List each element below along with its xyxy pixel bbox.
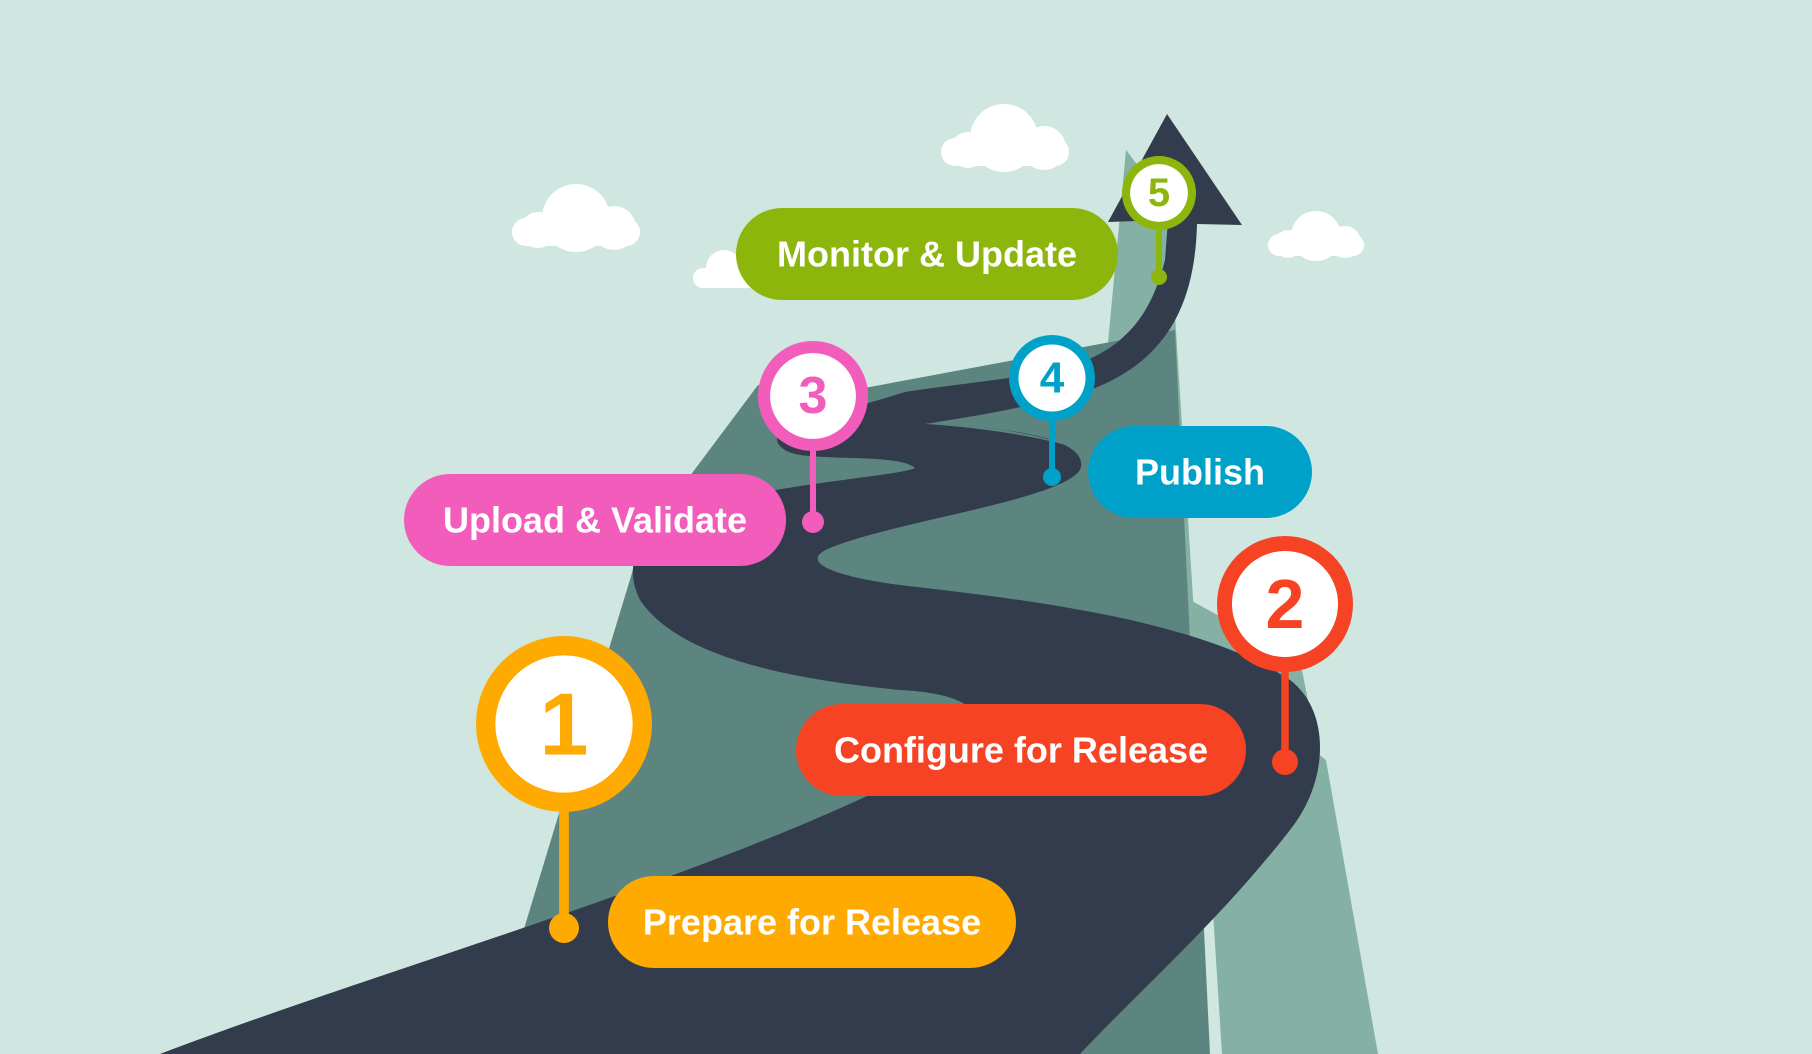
- step-3-marker: 3: [758, 341, 868, 533]
- step-number: 2: [1266, 565, 1305, 643]
- step-number: 3: [799, 367, 828, 425]
- cloud-icon: [1268, 211, 1364, 261]
- cloud-icon: [941, 104, 1069, 172]
- step-label-text: Prepare for Release: [643, 902, 981, 943]
- step-label-text: Monitor & Update: [777, 234, 1077, 275]
- marker-center: [495, 655, 633, 793]
- step-label-text: Upload & Validate: [443, 500, 747, 541]
- marker-dot: [1151, 269, 1167, 285]
- step-2-marker: 2: [1217, 536, 1353, 775]
- label-pill: [404, 474, 786, 566]
- marker-center: [1231, 550, 1339, 658]
- step-2-label: Configure for Release: [796, 704, 1246, 796]
- step-1-label: Prepare for Release: [608, 876, 1016, 968]
- marker-center: [770, 353, 856, 439]
- marker-center: [1018, 344, 1086, 412]
- step-5-marker: 5: [1122, 156, 1196, 285]
- marker-dot: [1043, 468, 1061, 486]
- label-pill: [736, 208, 1118, 300]
- step-number: 1: [540, 675, 589, 774]
- marker-dot: [1272, 749, 1298, 775]
- step-number: 5: [1148, 171, 1170, 215]
- step-1-marker: 1: [476, 636, 652, 943]
- marker-dot: [802, 511, 824, 533]
- label-pill: [608, 876, 1016, 968]
- step-3-label: Upload & Validate: [404, 474, 786, 566]
- marker-center: [1130, 164, 1188, 222]
- cloud-icon: [512, 184, 640, 252]
- step-label-text: Configure for Release: [834, 730, 1208, 771]
- label-pill: [796, 704, 1246, 796]
- label-pill: [1088, 426, 1312, 518]
- step-4-marker: 4: [1009, 335, 1095, 486]
- step-5-label: Monitor & Update: [736, 208, 1118, 300]
- step-number: 4: [1040, 354, 1065, 403]
- winding-road: [160, 114, 1320, 1054]
- step-4-label: Publish: [1088, 426, 1312, 518]
- marker-dot: [549, 913, 579, 943]
- step-label-text: Publish: [1135, 452, 1265, 493]
